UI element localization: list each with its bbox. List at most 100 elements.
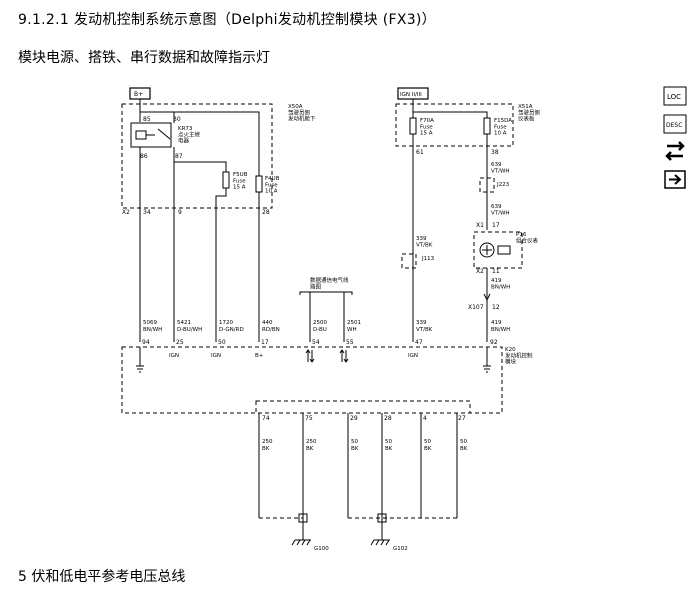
svg-text:X1: X1 [476, 222, 484, 229]
svg-text:D-BU: D-BU [313, 327, 327, 333]
svg-text:419: 419 [491, 320, 502, 326]
svg-text:30: 30 [173, 116, 181, 123]
loc-button[interactable]: LOC [663, 86, 687, 106]
svg-text:2501: 2501 [347, 320, 361, 326]
svg-text:D-GN/RD: D-GN/RD [219, 327, 244, 333]
svg-text:11: 11 [492, 268, 500, 275]
svg-text:IGN II/III: IGN II/III [400, 92, 422, 98]
svg-text:74: 74 [262, 415, 270, 422]
svg-text:339: 339 [416, 320, 427, 326]
connector-swap-icon[interactable] [665, 141, 685, 161]
svg-text:9: 9 [178, 209, 182, 216]
p16-instrument-cluster [473, 231, 523, 269]
k20-engine-control-module [121, 346, 503, 414]
svg-text:27: 27 [458, 415, 466, 422]
svg-text:54: 54 [312, 339, 320, 346]
svg-text:38: 38 [491, 149, 499, 156]
f15da-fuse [483, 117, 491, 135]
next-page-button[interactable] [664, 170, 686, 189]
svg-text:BN/WH: BN/WH [491, 327, 510, 333]
svg-text:17: 17 [261, 339, 269, 346]
f4ub-fuse [255, 175, 263, 193]
j113-splice [401, 253, 417, 269]
f70a-fuse [409, 117, 417, 135]
svg-text:55: 55 [346, 339, 354, 346]
svg-text:BK: BK [460, 446, 468, 452]
f5ub-fuse [222, 171, 230, 189]
svg-text:34: 34 [143, 209, 151, 216]
g102-ground: G102 [393, 546, 408, 552]
ground-pins: 74 75 29 28 4 27 [262, 415, 466, 422]
svg-text:BK: BK [351, 446, 359, 452]
svg-text:5421: 5421 [177, 320, 191, 326]
svg-text:87: 87 [175, 153, 183, 160]
section-footer-heading: 5 伏和低电平参考电压总线 [18, 569, 186, 585]
svg-text:1720: 1720 [219, 320, 233, 326]
page-title: 9.1.2.1 发动机控制系统示意图（Delphi发动机控制模块 (FX3)） [18, 12, 436, 28]
svg-text:B+: B+ [255, 353, 264, 359]
x51a-fuse-block [395, 103, 514, 147]
svg-text:250: 250 [306, 439, 317, 445]
svg-text:X107: X107 [468, 304, 484, 311]
svg-text:D-BU/WH: D-BU/WH [177, 327, 202, 333]
svg-text:29: 29 [350, 415, 358, 422]
svg-text:J113: J113 [421, 256, 435, 262]
x50a-fuse-block [121, 103, 273, 209]
svg-text:J223: J223 [496, 182, 510, 188]
svg-text:50: 50 [460, 439, 467, 445]
svg-text:50: 50 [218, 339, 226, 346]
svg-text:VT/BK: VT/BK [416, 327, 433, 333]
arrow-right-icon [669, 174, 682, 185]
svg-text:4: 4 [423, 415, 427, 422]
svg-text:17: 17 [492, 222, 500, 229]
svg-text:12: 12 [492, 304, 500, 311]
loc-icon: LOC [667, 93, 681, 101]
svg-text:BK: BK [262, 446, 270, 452]
svg-text:92: 92 [490, 339, 498, 346]
page-subtitle: 模块电源、搭铁、串行数据和故障指示灯 [18, 50, 270, 66]
k20-pins: 94 25 50 17 54 55 47 92 IGN IGN B+ IGN [142, 339, 498, 359]
g100-ground: G100 [314, 546, 329, 552]
svg-text:28: 28 [262, 209, 270, 216]
svg-text:2500: 2500 [313, 320, 327, 326]
svg-text:5069: 5069 [143, 320, 157, 326]
svg-text:X2: X2 [476, 268, 484, 275]
svg-text:85: 85 [143, 116, 151, 123]
svg-text:50: 50 [424, 439, 431, 445]
svg-text:IGN: IGN [408, 353, 418, 359]
svg-text:BK: BK [306, 446, 314, 452]
serial-data-label: 数据通信电气线路图 [310, 276, 349, 290]
svg-text:61: 61 [416, 149, 424, 156]
svg-text:250: 250 [262, 439, 273, 445]
desc-button[interactable]: DESC [663, 114, 687, 134]
ign-power-label: IGN II/III [397, 87, 429, 100]
svg-text:94: 94 [142, 339, 150, 346]
svg-text:47: 47 [415, 339, 423, 346]
svg-text:BN/WH: BN/WH [143, 327, 162, 333]
svg-text:50: 50 [385, 439, 392, 445]
ground-wire-labels: 250 BK 250 BK 50 BK 50 BK 50 BK 50 BK [262, 439, 468, 452]
svg-text:IGN: IGN [169, 353, 179, 359]
svg-text:75: 75 [305, 415, 313, 422]
svg-text:28: 28 [384, 415, 392, 422]
svg-text:WH: WH [347, 327, 357, 333]
svg-text:440: 440 [262, 320, 273, 326]
top-wire-labels: 5069 BN/WH 5421 D-BU/WH 1720 D-GN/RD 440… [143, 320, 510, 333]
svg-text:BK: BK [424, 446, 432, 452]
bplus-power-label: B+ [129, 87, 151, 100]
svg-text:IGN: IGN [211, 353, 221, 359]
svg-text:25: 25 [176, 339, 184, 346]
kr73-relay [130, 122, 172, 148]
